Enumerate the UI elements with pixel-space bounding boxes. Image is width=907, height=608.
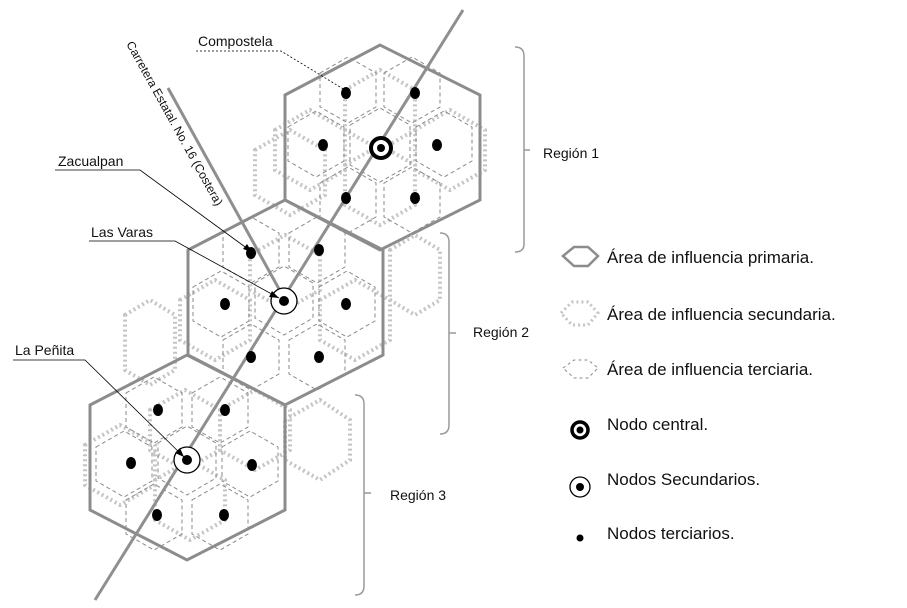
region-1-label: Región 1 — [543, 145, 599, 161]
central-node — [369, 136, 393, 160]
town-label-zacualpan: Zacualpan — [58, 153, 123, 169]
region-3-label: Región 3 — [390, 487, 446, 503]
region-brackets — [354, 46, 530, 596]
road-branch-line — [166, 87, 286, 299]
tertiary-node — [318, 139, 328, 151]
tertiary-node — [219, 509, 229, 521]
tertiary-node — [314, 351, 324, 363]
tertiary-node — [341, 87, 351, 99]
legend-central-node-label: Nodo central. — [607, 415, 708, 434]
bracket-region-2 — [439, 232, 456, 435]
legend-primary-hex-icon — [561, 245, 600, 268]
bracket-region-1 — [514, 46, 530, 253]
region-3-secondary-hexes — [83, 387, 352, 543]
legend-tertiary-nodes-icon — [576, 534, 584, 542]
tertiary-node — [152, 509, 162, 521]
bracket-region-3 — [354, 394, 371, 596]
town-label-las-varas: Las Varas — [91, 224, 153, 240]
tertiary-node — [246, 351, 256, 363]
town-labels: Compostela Zacualpan Las Varas La Peñita — [13, 33, 346, 458]
legend-tertiary-nodes-label: Nodos terciarios. — [607, 524, 735, 543]
tertiary-node — [410, 192, 420, 204]
arrowhead-la-penita — [175, 448, 184, 457]
tertiary-node — [220, 298, 230, 310]
region-3-cluster — [83, 353, 352, 562]
legend-primary-label: Área de influencia primaria. — [607, 248, 814, 267]
tertiary-node — [314, 244, 324, 256]
leader-la-penita — [13, 359, 185, 458]
legend-secondary-nodes-icon — [569, 476, 591, 498]
tertiary-node — [153, 404, 163, 416]
legend-secondary-nodes-label: Nodos Secundarios. — [607, 470, 760, 489]
tertiary-node — [341, 192, 351, 204]
region-2-label: Región 2 — [473, 324, 529, 340]
legend-central-node-icon — [570, 420, 590, 440]
region-3-tertiary-hexes — [95, 376, 279, 551]
road-label: Carretera Estatal. No. 16 (Costera) — [123, 39, 225, 209]
region-3-primary-hex — [88, 353, 287, 562]
region-2-cluster — [123, 198, 442, 407]
region-2-secondary-hexes — [123, 232, 442, 388]
tertiary-nodes — [126, 87, 442, 521]
town-label-compostela: Compostela — [198, 33, 273, 49]
tertiary-node — [432, 139, 442, 151]
tertiary-node — [220, 404, 230, 416]
town-label-la-penita: La Peñita — [15, 342, 74, 358]
tertiary-node — [410, 87, 420, 99]
tertiary-node — [126, 457, 136, 469]
leader-las-varas — [89, 240, 280, 299]
legend-secondary-label: Área de influencia secundaria. — [607, 305, 836, 324]
secondary-node-las-varas — [270, 287, 298, 315]
arrowhead-las-varas — [269, 291, 279, 298]
legend-tertiary-label: Área de influencia terciaria. — [607, 360, 813, 379]
legend-secondary-hex-icon — [558, 300, 600, 327]
leader-compostela — [196, 50, 346, 91]
leader-zacualpan — [55, 169, 253, 253]
tertiary-node — [247, 459, 257, 471]
legend: Área de influencia primaria. Área de inf… — [558, 245, 836, 543]
tertiary-node — [341, 298, 351, 310]
legend-tertiary-hex-icon — [562, 359, 599, 379]
region-labels: Región 1 Región 2 Región 3 — [390, 145, 599, 503]
arrowhead-zacualpan — [243, 244, 252, 252]
